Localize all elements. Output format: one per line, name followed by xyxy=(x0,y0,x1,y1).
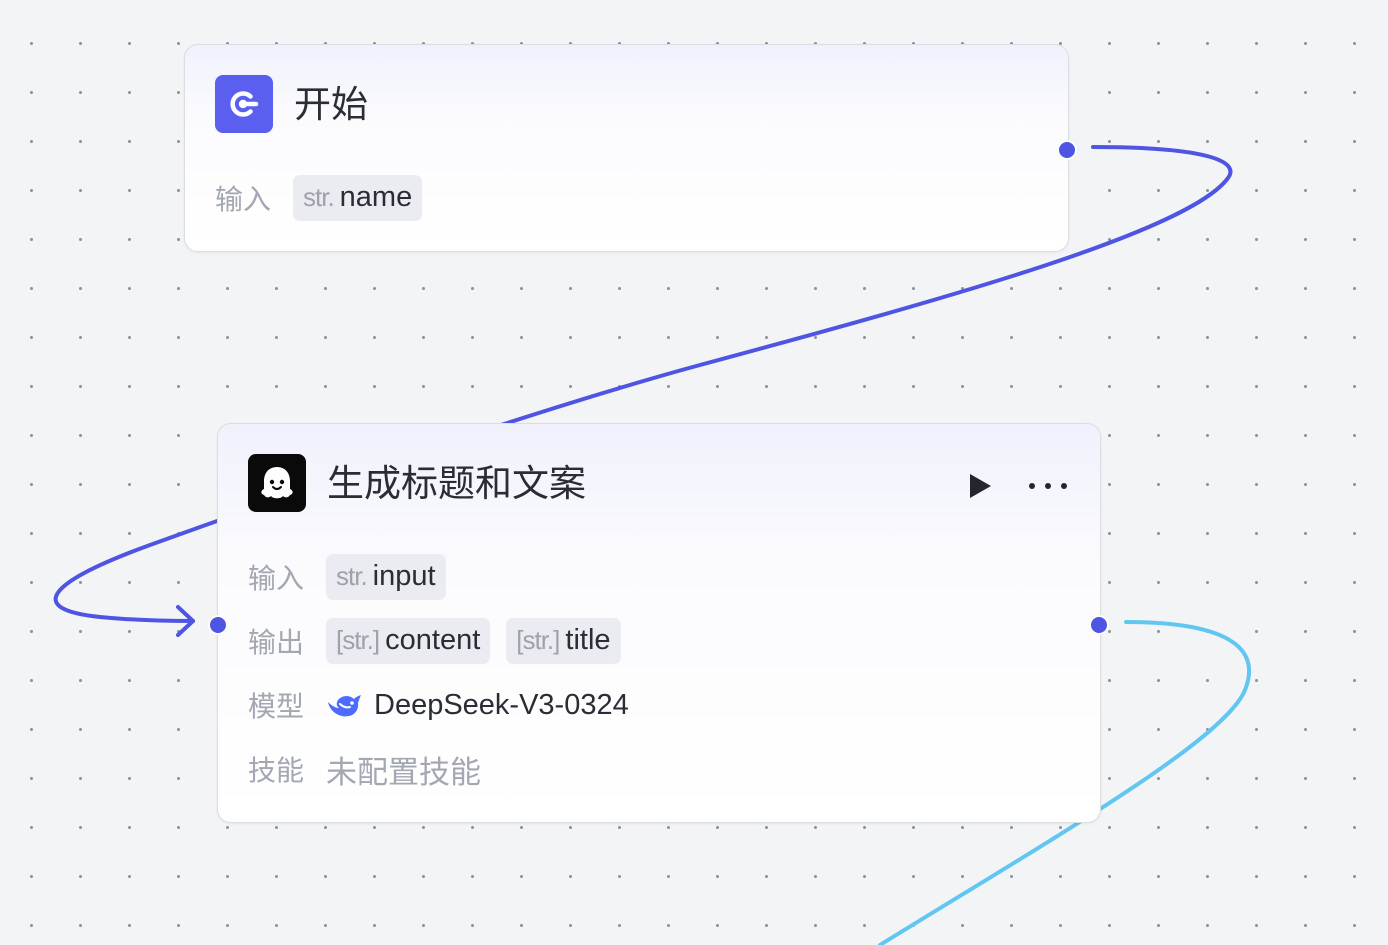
llm-node-input-row: 输入 str. input xyxy=(248,552,462,602)
variable-type: str. xyxy=(336,561,368,591)
more-icon xyxy=(1029,483,1067,489)
variable-type: str. xyxy=(303,182,335,212)
start-node-header: 开始 xyxy=(215,75,368,133)
llm-node-output-handle[interactable] xyxy=(1089,615,1109,635)
variable-tag-name[interactable]: str. name xyxy=(293,175,423,221)
start-icon xyxy=(215,75,273,133)
llm-node[interactable]: 生成标题和文案 输入 str. input 输出 [str.] content xyxy=(217,423,1101,823)
start-node-input-row: 输入 str. name xyxy=(215,173,438,223)
variable-tag-title[interactable]: [str.] title xyxy=(506,618,621,664)
variable-tag-input[interactable]: str. input xyxy=(326,554,446,600)
llm-node-skill-row: 技能 未配置技能 xyxy=(248,744,481,794)
edge-arrowhead xyxy=(176,605,195,637)
llm-node-input-handle[interactable] xyxy=(208,615,228,635)
more-button[interactable] xyxy=(1026,464,1070,508)
input-label: 输入 xyxy=(215,184,272,215)
bot-icon xyxy=(248,454,306,512)
input-label: 输入 xyxy=(248,563,305,594)
model-name[interactable]: DeepSeek-V3-0324 xyxy=(374,688,629,721)
variable-type: [str.] xyxy=(336,625,380,655)
llm-node-model-row: 模型 DeepSeek-V3-0324 xyxy=(248,680,629,730)
start-node-output-handle[interactable] xyxy=(1057,140,1077,160)
output-label: 输出 xyxy=(248,627,305,658)
llm-node-title: 生成标题和文案 xyxy=(327,462,586,504)
play-icon xyxy=(970,474,991,498)
llm-node-output-row: 输出 [str.] content [str.] title xyxy=(248,616,637,666)
model-label: 模型 xyxy=(248,691,305,722)
llm-node-actions xyxy=(958,464,1070,508)
start-node-title: 开始 xyxy=(294,83,368,125)
variable-name: input xyxy=(372,560,436,592)
variable-type: [str.] xyxy=(516,625,560,655)
variable-name: content xyxy=(385,624,481,656)
start-node[interactable]: 开始 输入 str. name xyxy=(184,44,1069,252)
variable-tag-content[interactable]: [str.] content xyxy=(326,618,491,664)
skill-value[interactable]: 未配置技能 xyxy=(326,754,481,790)
variable-name: title xyxy=(565,624,611,656)
run-button[interactable] xyxy=(958,464,1002,508)
variable-name: name xyxy=(339,181,413,213)
skill-label: 技能 xyxy=(248,755,305,786)
llm-node-header: 生成标题和文案 xyxy=(248,454,586,512)
deepseek-whale-icon xyxy=(326,690,362,720)
